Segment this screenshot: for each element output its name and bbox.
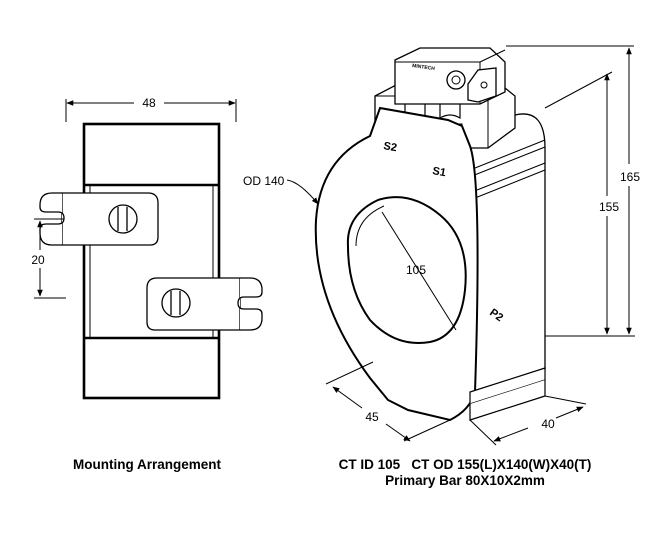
terminal-s2-label: S2 xyxy=(382,140,397,154)
screw-icon xyxy=(161,288,191,318)
thickness-dimension-label: 40 xyxy=(541,417,555,431)
height-dimensions: 165 155 xyxy=(506,45,640,337)
mounting-body xyxy=(82,122,221,400)
thickness-dimension: 40 xyxy=(469,395,587,446)
spacing-dimension-label: 20 xyxy=(31,253,45,267)
body-height-label: 155 xyxy=(599,200,619,214)
od-dimension: OD 140 xyxy=(243,174,319,205)
current-transformer-drawing: MINTECH 105 S2 S1 P2 OD 140 xyxy=(243,45,640,446)
width-dimension: 48 xyxy=(65,96,237,122)
od-dimension-label: OD 140 xyxy=(243,174,285,188)
ct-caption-line2: Primary Bar 80X10X2mm xyxy=(385,473,545,488)
terminal-s1-label: S1 xyxy=(431,165,446,179)
mounting-caption: Mounting Arrangement xyxy=(73,457,221,472)
mounting-arrangement-drawing: 48 xyxy=(31,96,263,400)
screw-icon xyxy=(108,204,138,234)
depth-dimension-label: 45 xyxy=(365,410,379,424)
lower-mounting-bracket xyxy=(146,277,263,331)
spacing-dimension: 20 xyxy=(31,218,66,299)
id-dimension: 105 xyxy=(381,211,457,331)
terminal-screw-icon xyxy=(446,70,466,90)
terminal-clamp xyxy=(467,67,497,103)
brand-label: MINTECH xyxy=(412,63,436,72)
ct-ring-front-face xyxy=(314,106,479,422)
total-height-label: 165 xyxy=(620,170,640,184)
id-dimension-label: 105 xyxy=(406,263,426,277)
upper-mounting-bracket xyxy=(39,192,159,246)
width-dimension-label: 48 xyxy=(142,96,156,110)
depth-dimension: 45 xyxy=(325,361,451,442)
ct-caption-line1: CT ID 105 CT OD 155(L)X140(W)X40(T) xyxy=(338,457,592,472)
